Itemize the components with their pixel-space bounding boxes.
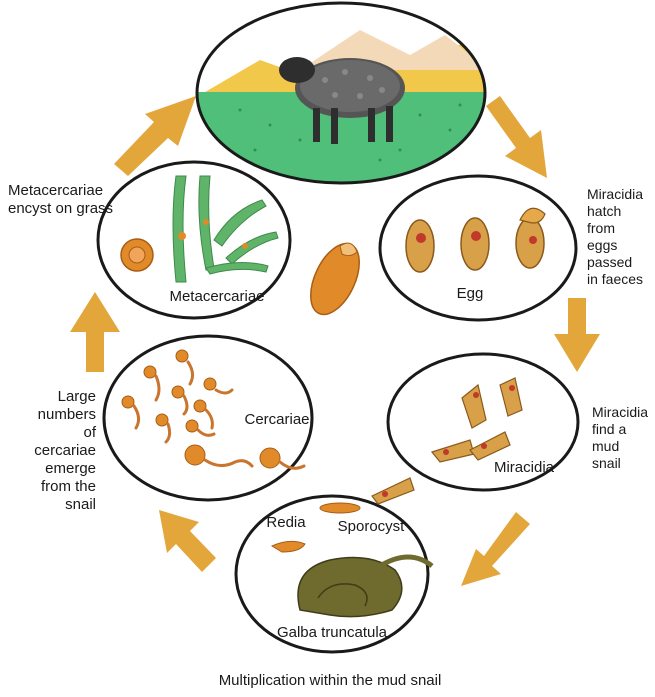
caption-hatch-line-1: Miracidia — [587, 186, 655, 203]
caption-emerge-line-3: of — [8, 424, 96, 442]
stage-sheep — [190, 3, 510, 192]
snail-label: Galba truncatula — [277, 624, 388, 641]
caption-encyst-on-grass: Metacercariae encyst on grass — [8, 182, 158, 218]
caption-hatch-line-4: eggs — [587, 237, 655, 254]
caption-find-line-4: snail — [592, 455, 655, 472]
caption-emerge-line-4: cercariae — [8, 442, 96, 460]
caption-multiplication: Multiplication within the mud snail — [160, 672, 500, 690]
cercariae-label: Cercariae — [244, 411, 309, 428]
caption-encyst-line-1: Metacercariae — [8, 182, 158, 200]
caption-hatch-line-3: from — [587, 220, 655, 237]
egg-label: Egg — [457, 285, 484, 302]
loose-egg-icon — [301, 236, 369, 322]
caption-miracidia-hatch: Miracidia hatch from eggs passed in faec… — [587, 186, 655, 288]
caption-hatch-line-6: in faeces — [587, 271, 655, 288]
caption-emerge-line-7: snail — [8, 496, 96, 514]
sporocyst-label: Sporocyst — [338, 518, 406, 535]
arrow-cercariae-to-metacercariae — [70, 292, 120, 372]
metacercariae-label: Metacercariae — [169, 288, 264, 305]
caption-hatch-line-5: passed — [587, 254, 655, 271]
caption-hatch-line-2: hatch — [587, 203, 655, 220]
stage-miracidia: Miracidia — [388, 354, 578, 490]
caption-emerge-line-2: numbers — [8, 406, 96, 424]
arrow-miracidia-to-snail — [461, 512, 530, 586]
stage-cercariae: Cercariae — [104, 336, 312, 500]
stage-egg: Egg — [380, 176, 576, 320]
caption-miracidia-find-snail: Miracidia find a mud snail — [592, 404, 655, 472]
arrow-egg-to-miracidia — [554, 298, 600, 372]
caption-emerge-line-6: from the — [8, 478, 96, 496]
caption-emerge-line-5: emerge — [8, 460, 96, 478]
crossing-miracidium-icon — [372, 478, 414, 504]
arrow-sheep-to-egg — [486, 96, 547, 178]
stage-snail: Redia Sporocyst Galba truncatula — [236, 496, 432, 652]
redia-label: Redia — [266, 514, 306, 531]
caption-emerge-line-1: Large — [8, 388, 96, 406]
arrow-snail-to-cercariae — [159, 510, 216, 572]
caption-encyst-line-2: encyst on grass — [8, 200, 158, 218]
caption-find-line-1: Miracidia — [592, 404, 655, 421]
caption-find-line-3: mud — [592, 438, 655, 455]
caption-find-line-2: find a — [592, 421, 655, 438]
sporocyst-icon — [320, 503, 360, 513]
caption-cercariae-emerge: Large numbers of cercariae emerge from t… — [8, 388, 96, 514]
metacercaria-cyst-icon — [121, 239, 153, 271]
miracidia-label: Miracidia — [494, 459, 555, 476]
